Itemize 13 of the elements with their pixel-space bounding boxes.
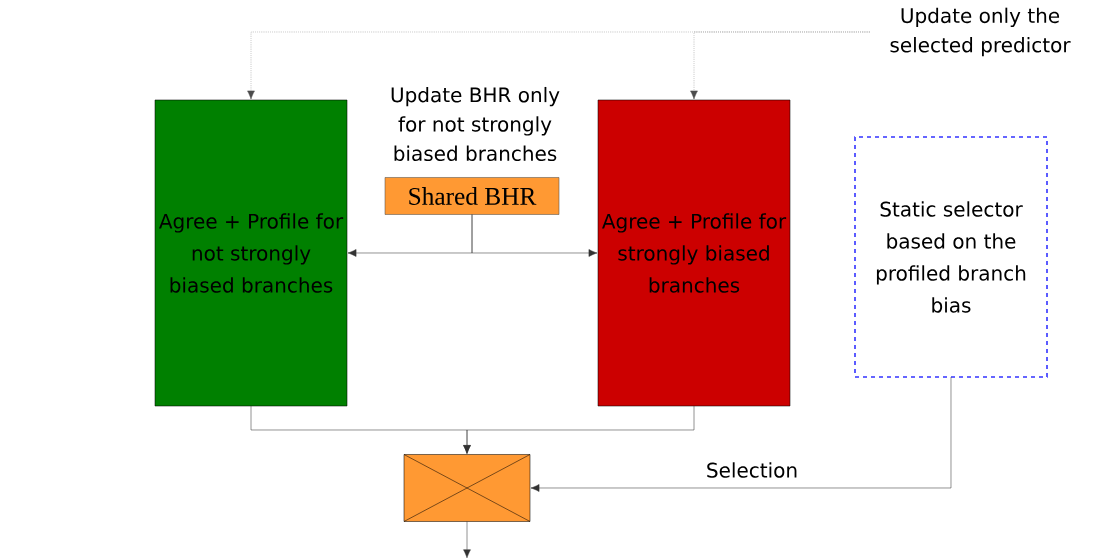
predictor-box: Agree + Profile for not strongly biased branches: [154, 99, 348, 407]
arrow: [530, 376, 952, 492]
predictor-box: Agree + Profile for strongly biased branches: [597, 99, 791, 407]
note-text: Update only the selected predictor: [890, 7, 1071, 57]
arrow: [463, 405, 695, 454]
register-box: Shared BHR: [384, 177, 560, 215]
arrow: [471, 214, 598, 257]
multiplexer-box: [403, 454, 531, 522]
arrow: [690, 31, 871, 100]
edge-label: Selection: [704, 460, 800, 480]
selector-box: Static selector based on the profiled branch bias: [854, 136, 1048, 378]
note-text: Update BHR only for not strongly biased branches: [391, 86, 560, 162]
arrow: [463, 521, 471, 559]
